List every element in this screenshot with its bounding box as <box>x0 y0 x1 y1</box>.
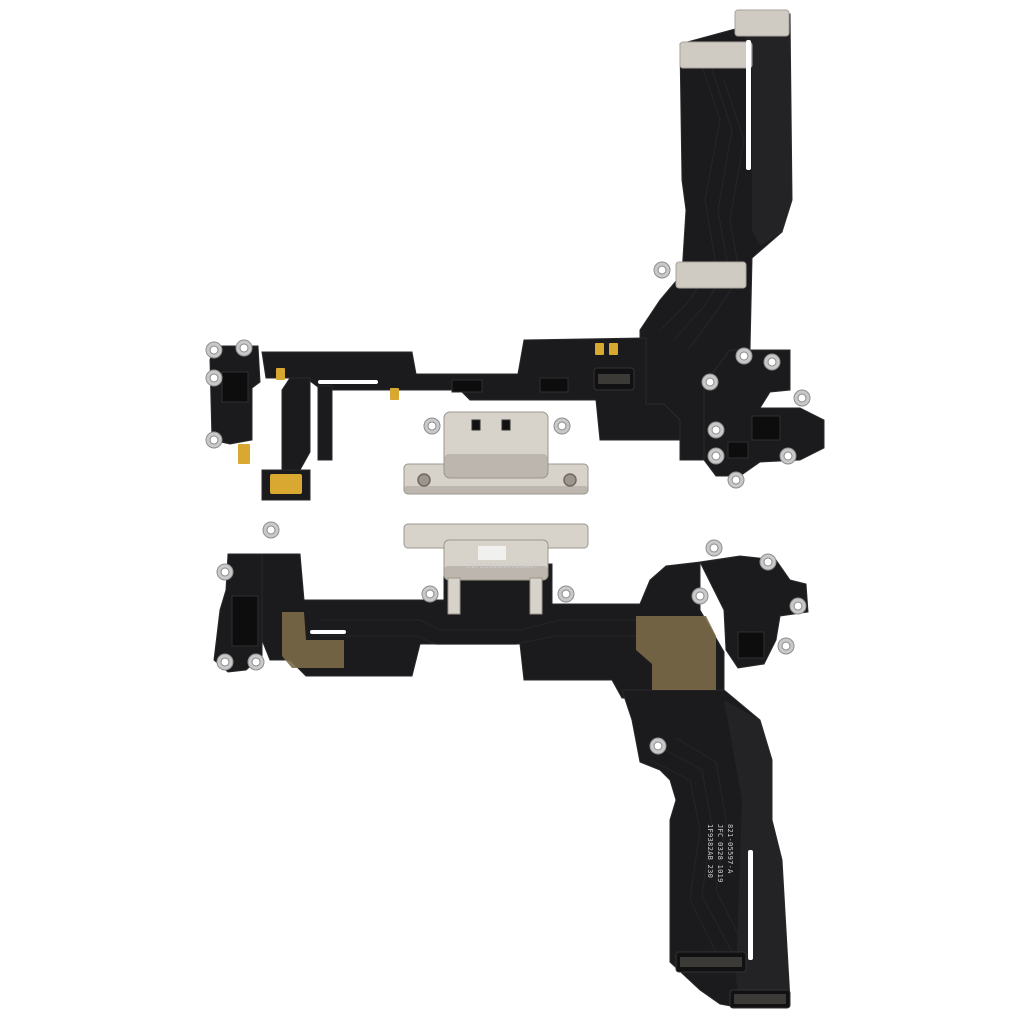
top-left-loop-inner <box>317 385 333 461</box>
top-usb-c-port <box>403 411 589 495</box>
mounting-hole <box>653 741 663 751</box>
mounting-hole <box>739 351 749 361</box>
mounting-tabs <box>205 261 811 755</box>
top-left-loop <box>281 377 311 471</box>
stiffeners <box>282 9 790 690</box>
mounting-hole <box>220 567 230 577</box>
part-line-2: JFC 0328 1019 <box>716 824 724 883</box>
gold-pad <box>276 368 285 380</box>
mounting-hole <box>711 451 721 461</box>
gold-pad <box>595 343 604 355</box>
gold-pad <box>390 388 399 400</box>
part-line-3: 1F9382AB 230 <box>706 824 714 878</box>
mounting-hole <box>220 657 230 667</box>
mounting-hole <box>763 557 773 567</box>
top-ribbon-end-tab-left <box>679 41 753 69</box>
mounting-hole <box>705 377 715 387</box>
mounting-hole <box>767 357 777 367</box>
mounting-hole <box>797 393 807 403</box>
flex-slits <box>310 40 753 960</box>
top-ribbon-mid-tab <box>675 261 747 289</box>
smd-components <box>221 371 781 659</box>
mounting-hole <box>209 345 219 355</box>
port-label-sticker <box>478 546 506 560</box>
gold-pad <box>270 474 302 494</box>
gold-contact-pads <box>238 343 618 494</box>
mounting-hole <box>209 435 219 445</box>
bottom-right-shield <box>636 616 716 690</box>
mounting-hole <box>657 265 667 275</box>
mounting-hole <box>209 373 219 383</box>
mounting-hole <box>251 657 261 667</box>
mounting-hole <box>709 543 719 553</box>
mounting-hole <box>711 425 721 435</box>
mounting-hole <box>239 343 249 353</box>
mounting-hole <box>561 589 571 599</box>
mounting-hole <box>695 591 705 601</box>
mounting-hole <box>793 601 803 611</box>
top-ribbon-end-tab-right <box>734 9 790 37</box>
mounting-hole <box>266 525 276 535</box>
board-connectors <box>593 367 791 1009</box>
gold-pad <box>238 444 250 464</box>
top-ribbon-strand <box>738 14 792 246</box>
mounting-hole <box>731 475 741 485</box>
gold-pad <box>609 343 618 355</box>
bottom-left-shield <box>282 612 344 668</box>
bottom-usb-c-port: C1F3302840000AHT <box>403 523 589 615</box>
part-markings: 821-05597-A JFC 0328 1019 1F9382AB 230 <box>706 824 734 883</box>
mounting-hole <box>783 451 793 461</box>
mounting-hole <box>781 641 791 651</box>
bottom-ribbon-strand <box>724 700 790 1008</box>
mounting-hole <box>425 589 435 599</box>
circuit-traces <box>320 59 745 961</box>
top-port-body <box>443 411 549 479</box>
mounting-hole <box>427 421 437 431</box>
part-line-1: 821-05597-A <box>726 824 734 874</box>
mounting-hole <box>557 421 567 431</box>
connector-label: C1F3302840000AHT <box>466 562 539 570</box>
